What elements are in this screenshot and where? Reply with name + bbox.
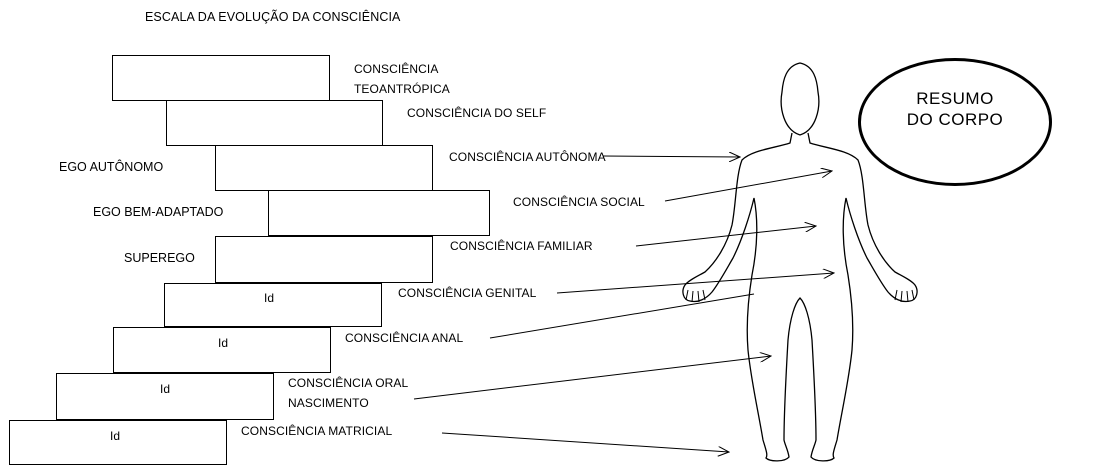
step-box-autonoma xyxy=(215,145,433,191)
arrow-autonoma xyxy=(602,156,740,157)
left-hand-fingers xyxy=(685,289,706,303)
label-social: CONSCIÊNCIA SOCIAL xyxy=(513,195,645,209)
step-box-matricial: Id xyxy=(9,420,227,465)
side-label-superego: SUPEREGO xyxy=(124,251,195,265)
diagram-title: ESCALA DA EVOLUÇÃO DA CONSCIÊNCIA xyxy=(145,10,401,24)
step-box-genital: Id xyxy=(164,283,382,327)
step-box-anal: Id xyxy=(113,327,331,373)
step-box-social xyxy=(268,190,490,236)
label-self: CONSCIÊNCIA DO SELF xyxy=(407,106,547,120)
label-familiar: CONSCIÊNCIA FAMILIAR xyxy=(450,239,593,253)
arrow-social xyxy=(664,171,832,202)
step-box-oral: Id xyxy=(56,373,274,420)
arrow-genital xyxy=(556,273,834,294)
label-genital: CONSCIÊNCIA GENITAL xyxy=(398,286,537,300)
right-hand-fingers xyxy=(894,289,915,303)
box-label-id: Id xyxy=(264,291,275,305)
step-box-familiar xyxy=(215,236,433,283)
label-matricial: CONSCIÊNCIA MATRICIAL xyxy=(241,424,393,438)
box-label-id: Id xyxy=(218,336,229,350)
arrow-matricial xyxy=(441,432,729,452)
label-anal: CONSCIÊNCIA ANAL xyxy=(345,331,464,345)
box-label-id: Id xyxy=(110,429,121,443)
label-teoantropica: CONSCIÊNCIA TEOANTRÓPICA xyxy=(354,62,450,96)
label-autonoma: CONSCIÊNCIA AUTÔNOMA xyxy=(449,150,606,164)
arrow-anal xyxy=(489,293,755,339)
side-label-ego-autonomo: EGO AUTÔNOMO xyxy=(59,160,164,174)
resumo-do-corpo-ellipse: RESUMO DO CORPO xyxy=(858,58,1052,186)
side-label-ego-bem-adaptado: EGO BEM-ADAPTADO xyxy=(93,205,224,219)
label-oral: CONSCIÊNCIA ORAL NASCIMENTO xyxy=(288,376,409,410)
arrow-oral xyxy=(413,356,771,400)
human-body-outline xyxy=(682,62,918,462)
arrow-familiar xyxy=(635,226,816,247)
box-label-id: Id xyxy=(160,382,171,396)
